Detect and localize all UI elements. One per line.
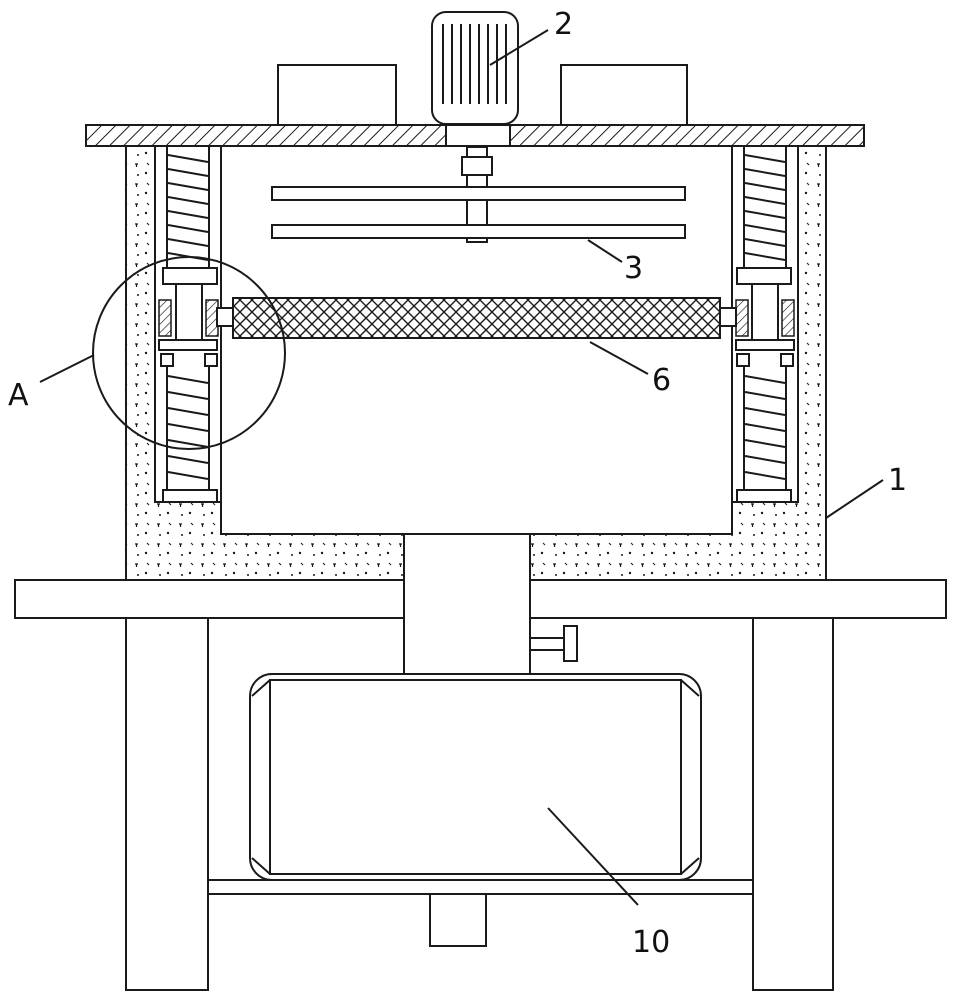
top-block-left [277,64,397,126]
callout-2: 2 [554,7,573,42]
bottom-outlet [429,893,487,947]
collection-box [249,673,702,881]
outlet-pipe [403,533,578,675]
right-leg [752,617,834,991]
callout-10: 10 [632,925,670,960]
callout-6: 6 [652,363,671,398]
motor-mount [445,124,511,148]
support-rail [207,879,754,895]
right-spring-assembly [735,146,795,503]
callout-1: 1 [888,463,907,498]
callout-a: A [8,378,29,413]
left-leg [125,617,209,991]
detail-a-circle [92,256,286,450]
left-spring-assembly [158,146,219,503]
callout-3: 3 [624,251,643,286]
motor [431,11,519,125]
filter-screen [216,297,737,339]
top-block-right [560,64,688,126]
leader-lines [39,29,884,906]
stirring-blades [271,146,686,243]
